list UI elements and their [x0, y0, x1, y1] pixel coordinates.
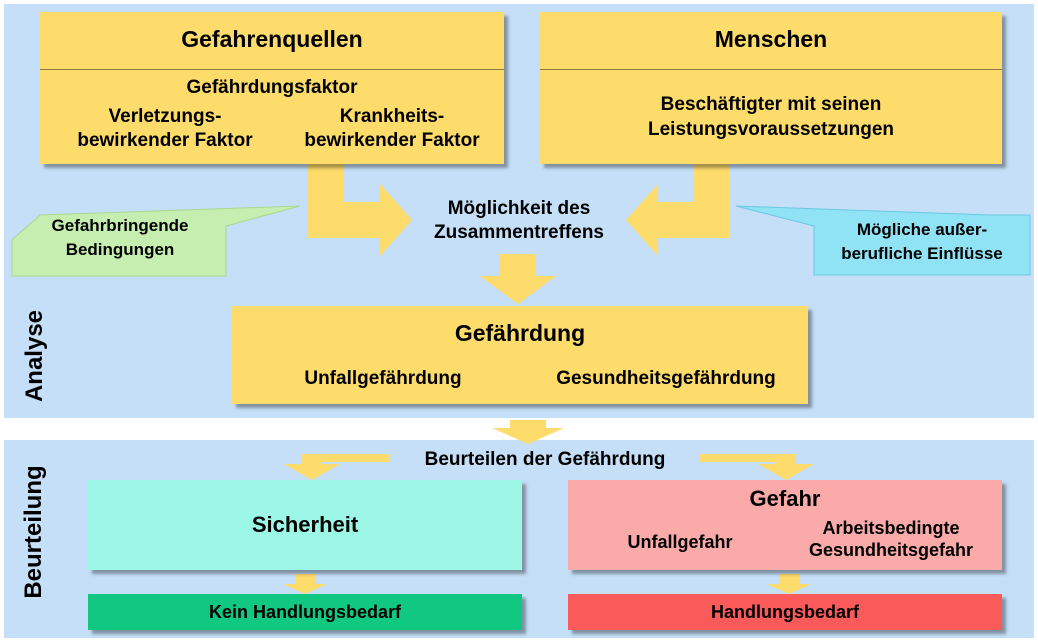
people-text-1: Beschäftigter mit seinen	[660, 94, 882, 115]
down-arrow-assessment	[492, 420, 564, 444]
safety-box	[88, 480, 522, 570]
assess-label: Beurteilen der Gefährdung	[390, 449, 700, 471]
accident-danger-label: Unfallgefahr	[627, 532, 733, 552]
no-action-bar	[88, 594, 522, 630]
injury-factor-label-1: Verletzungs-	[108, 106, 222, 127]
danger-box	[568, 480, 1002, 570]
danger-title: Gefahr	[749, 486, 821, 511]
injury-factor-label-2: bewirkender Faktor	[77, 130, 253, 151]
work-health-danger-label-1: Arbeitsbedingte	[822, 518, 960, 538]
down-arrow-danger-result	[767, 574, 811, 594]
hazard-factor-label: Gefährdungsfaktor	[186, 77, 358, 98]
down-arrow-safety-result	[283, 574, 327, 594]
hazardous-conditions-text-1: Gefahrbringende	[51, 216, 189, 235]
assessment-section-label: Beurteilung	[20, 465, 47, 599]
encounter-text-2: Zusammentreffens	[434, 222, 604, 243]
encounter-text-1: Möglichkeit des	[447, 198, 591, 219]
external-influences-tab	[735, 205, 1031, 276]
endangerment-box	[232, 306, 808, 404]
external-influences-text-1: Mögliche außer-	[856, 220, 988, 239]
hazardous-conditions-tab	[11, 205, 301, 277]
endangerment-title: Gefährdung	[454, 320, 586, 346]
hazardous-conditions-text-2: Bedingungen	[65, 240, 175, 259]
hazard-sources-box	[40, 12, 504, 164]
illness-factor-label-1: Krankheits-	[339, 106, 445, 127]
illness-factor-label-2: bewirkender Faktor	[304, 130, 480, 151]
hazard-sources-title: Gefahrenquellen	[181, 26, 363, 52]
analysis-section-label: Analyse	[21, 309, 48, 403]
work-health-danger-label-2: Gesundheitsgefahr	[808, 540, 974, 560]
action-bar	[568, 594, 1002, 630]
people-title: Menschen	[714, 26, 828, 52]
action-label: Handlungsbedarf	[710, 602, 859, 622]
no-action-label: Kein Handlungsbedarf	[208, 602, 401, 622]
external-influences-text-2: berufliche Einflüsse	[841, 244, 1003, 263]
safety-title: Sicherheit	[251, 512, 359, 537]
people-box	[540, 12, 1002, 164]
people-text-2: Leistungsvoraussetzungen	[648, 119, 894, 140]
down-arrow-endangerment	[480, 254, 556, 304]
health-endangerment-label: Gesundheitsgefährdung	[556, 368, 776, 389]
right-elbow-arrow	[626, 164, 730, 256]
left-elbow-arrow	[308, 164, 412, 256]
accident-endangerment-label: Unfallgefährdung	[304, 368, 462, 389]
